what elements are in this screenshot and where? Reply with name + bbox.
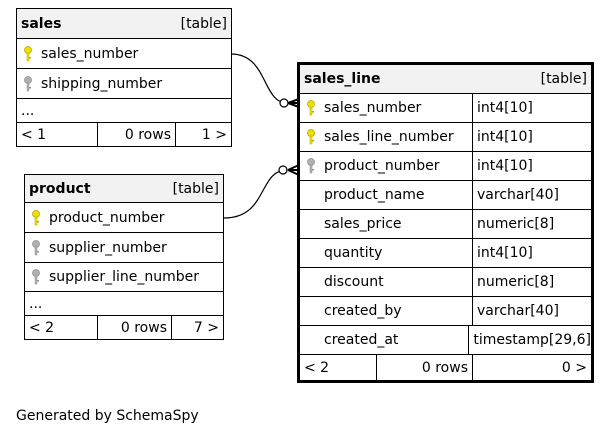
column-type: numeric[8] xyxy=(472,210,554,238)
column-type: int4[10] xyxy=(472,239,533,267)
column-row[interactable]: sales_price numeric[8] xyxy=(300,210,591,239)
parent-count[interactable]: < 2 xyxy=(304,359,330,376)
table-header: sales_line [table] xyxy=(300,65,591,94)
table-name: sales_line xyxy=(304,71,381,87)
parent-count[interactable]: < 2 xyxy=(29,320,55,336)
foreign-key-icon xyxy=(21,75,35,92)
column-name: product_number xyxy=(324,158,440,174)
relationship-optional-marker xyxy=(279,98,289,108)
table-product[interactable]: product [table] product_number supplier_… xyxy=(24,174,224,340)
foreign-key-icon xyxy=(304,158,318,174)
more-columns-indicator: ... xyxy=(17,99,231,123)
table-footer: < 2 0 rows 7 > xyxy=(25,316,223,340)
column-name: shipping_number xyxy=(41,75,163,92)
column-name: created_by xyxy=(324,303,402,319)
column-row[interactable]: sales_number xyxy=(17,39,231,69)
column-row[interactable]: created_by varchar[40] xyxy=(300,297,591,326)
column-row[interactable]: created_at timestamp[29,6] xyxy=(300,326,591,355)
child-count[interactable]: 7 > xyxy=(171,316,223,340)
table-type-label: [table] xyxy=(540,71,587,87)
table-header: product [table] xyxy=(25,175,223,203)
column-type: int4[10] xyxy=(472,152,533,180)
column-row[interactable]: sales_number int4[10] xyxy=(300,94,591,123)
column-type: varchar[40] xyxy=(472,297,559,325)
table-type-label: [table] xyxy=(180,15,227,32)
parent-count[interactable]: < 1 xyxy=(21,127,47,143)
primary-key-icon xyxy=(304,129,318,145)
column-name: sales_price xyxy=(324,216,402,232)
table-type-label: [table] xyxy=(172,180,219,197)
primary-key-icon xyxy=(29,209,43,226)
relationship-optional-marker xyxy=(278,165,288,175)
column-type: varchar[40] xyxy=(472,181,559,209)
table-footer: < 2 0 rows 0 > xyxy=(300,355,591,380)
table-header: sales [table] xyxy=(17,9,231,39)
table-footer: < 1 0 rows 1 > xyxy=(17,123,231,147)
generated-by-caption: Generated by SchemaSpy xyxy=(16,408,199,424)
relationship-product-to-sales-line xyxy=(223,169,288,219)
column-row[interactable]: supplier_number xyxy=(25,233,223,263)
more-columns-indicator: ... xyxy=(25,292,223,316)
table-name: product xyxy=(29,180,91,197)
column-row[interactable]: product_name varchar[40] xyxy=(300,181,591,210)
primary-key-icon xyxy=(21,45,35,62)
column-row[interactable]: shipping_number xyxy=(17,69,231,99)
column-name: sales_number xyxy=(324,100,422,116)
primary-key-icon xyxy=(304,100,318,116)
row-count: 0 rows xyxy=(97,316,171,340)
column-name: supplier_number xyxy=(49,239,167,256)
table-sales-line[interactable]: sales_line [table] sales_number int4[10]… xyxy=(297,62,594,383)
column-name: quantity xyxy=(324,245,383,261)
row-count: 0 rows xyxy=(97,123,175,147)
column-name: discount xyxy=(324,274,384,290)
column-type: numeric[8] xyxy=(472,268,554,296)
column-name: product_name xyxy=(324,187,425,203)
column-name: product_number xyxy=(49,209,165,226)
child-count[interactable]: 1 > xyxy=(175,123,231,147)
column-type: int4[10] xyxy=(472,123,533,151)
column-name: created_at xyxy=(324,332,399,348)
foreign-key-icon xyxy=(29,239,43,256)
column-row[interactable]: sales_line_number int4[10] xyxy=(300,123,591,152)
table-name: sales xyxy=(21,15,62,32)
table-sales[interactable]: sales [table] sales_number shipping_numb… xyxy=(16,8,232,147)
column-name: sales_line_number xyxy=(324,129,454,145)
column-row[interactable]: quantity int4[10] xyxy=(300,239,591,268)
row-count: 0 rows xyxy=(376,355,472,380)
child-count[interactable]: 0 > xyxy=(472,355,591,380)
column-type: timestamp[29,6] xyxy=(468,326,591,354)
column-name: supplier_line_number xyxy=(49,269,199,285)
column-type: int4[10] xyxy=(472,94,533,122)
relationship-sales-to-sales-line xyxy=(230,53,288,104)
column-row[interactable]: discount numeric[8] xyxy=(300,268,591,297)
column-row[interactable]: supplier_line_number xyxy=(25,263,223,292)
column-name: sales_number xyxy=(41,45,139,62)
column-row[interactable]: product_number int4[10] xyxy=(300,152,591,181)
foreign-key-icon xyxy=(29,269,43,285)
column-row[interactable]: product_number xyxy=(25,203,223,233)
